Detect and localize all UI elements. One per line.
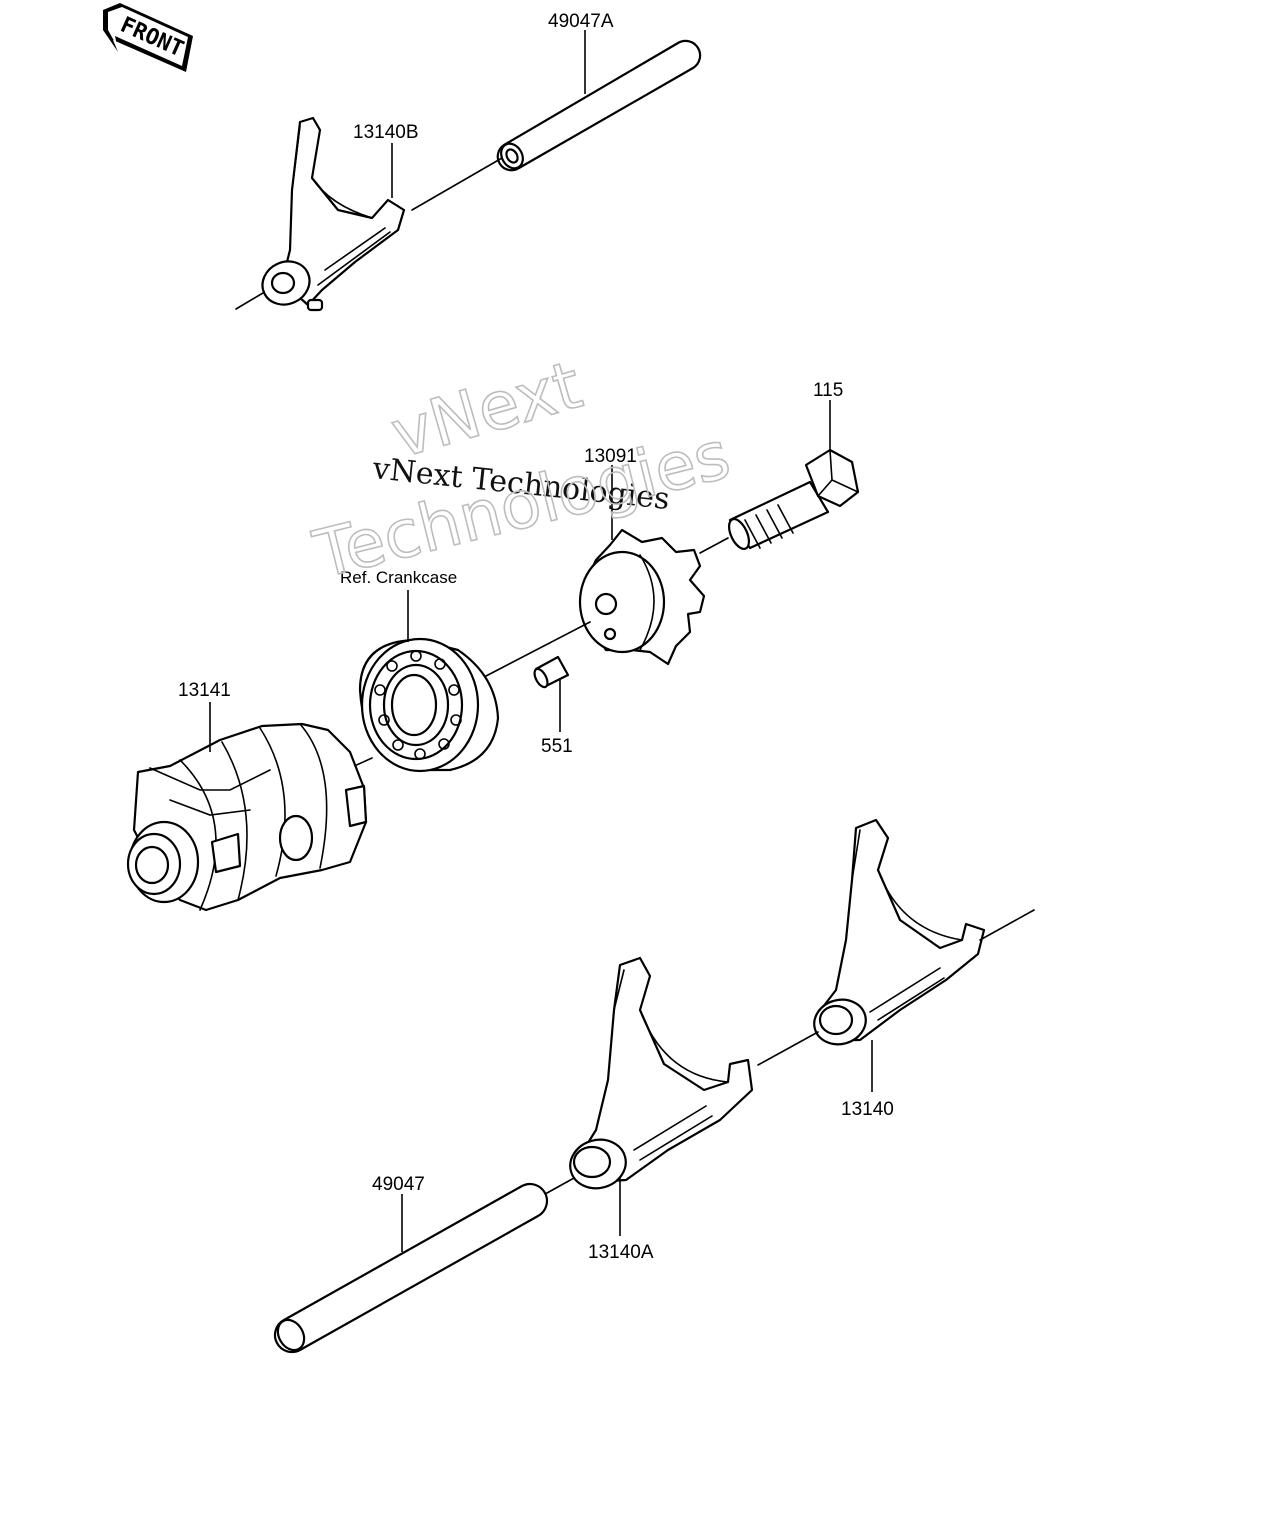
shift-drum (126, 722, 368, 912)
label-crankcase-ref: Ref. Crankcase (340, 568, 457, 587)
label-lower-rod: 49047 (372, 1174, 425, 1195)
label-plate: 13091 (584, 446, 637, 467)
upper-shift-rod (496, 39, 702, 172)
label-bolt: 115 (813, 380, 843, 401)
label-right-fork: 13140 (841, 1099, 894, 1120)
label-lower-fork: 13140A (588, 1242, 654, 1263)
label-upper-fork: 13140B (353, 122, 419, 143)
dowel-pin (533, 655, 570, 689)
shift-drum-plate (578, 528, 706, 666)
upper-shift-fork (261, 116, 406, 312)
ball-bearing (358, 637, 500, 773)
lower-shift-fork (569, 956, 754, 1190)
bolt (727, 448, 860, 550)
watermark-outline-line1: vNext (383, 346, 590, 473)
label-upper-rod: 49047A (548, 11, 614, 32)
lower-shift-rod (273, 1182, 549, 1354)
label-pin: 551 (541, 736, 573, 757)
right-shift-fork (813, 818, 986, 1046)
label-drum: 13141 (178, 680, 231, 701)
front-arrow-badge: FRONT (103, 3, 193, 72)
